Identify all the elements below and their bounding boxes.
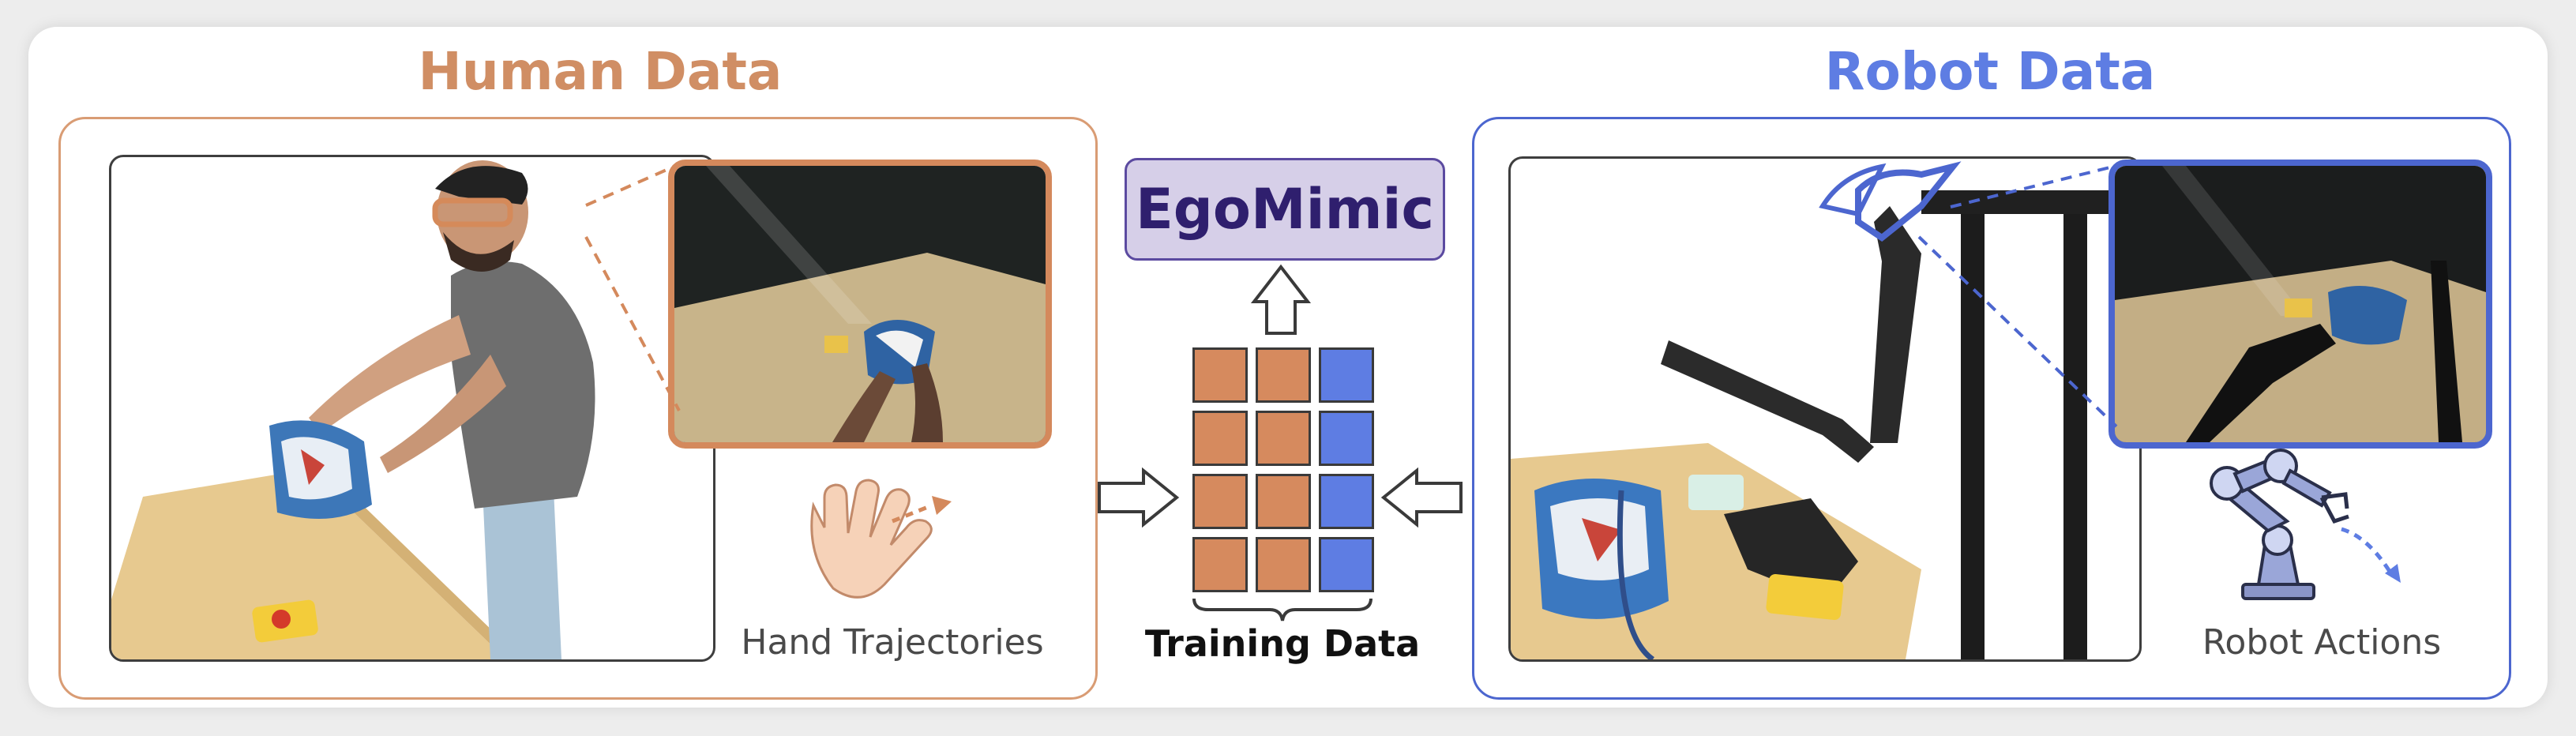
robot-demonstration-photo	[1508, 156, 2142, 662]
human-callout-line	[585, 163, 680, 207]
grid-cell	[1319, 537, 1374, 592]
robot-callout-line-lower	[1917, 235, 2118, 428]
arrow-left-icon	[1380, 467, 1463, 528]
human-demonstration-photo	[109, 155, 715, 662]
grid-cell	[1319, 347, 1374, 403]
grid-cell	[1192, 537, 1248, 592]
human-data-title: Human Data	[418, 41, 783, 102]
grid-bracket	[1192, 598, 1372, 621]
robot-actions-label: Robot Actions	[2202, 622, 2442, 663]
grid-cell	[1256, 347, 1311, 403]
human-egocentric-view	[668, 160, 1052, 449]
grid-cell	[1192, 474, 1248, 529]
grid-cell	[1192, 347, 1248, 403]
arrow-right-icon	[1098, 467, 1180, 528]
grid-cell	[1256, 537, 1311, 592]
robot-arm-icon	[2210, 449, 2401, 600]
human-callout-line-lower	[584, 236, 681, 411]
robot-data-title: Robot Data	[1824, 41, 2156, 102]
egomimic-model-box: EgoMimic	[1125, 158, 1445, 261]
grid-cell	[1319, 411, 1374, 466]
hand-trajectories-label: Hand Trajectories	[741, 622, 1044, 663]
training-data-label: Training Data	[1144, 622, 1421, 665]
robot-callout-line	[1950, 164, 2117, 208]
robot-egocentric-view	[2108, 160, 2492, 449]
grid-cell	[1256, 411, 1311, 466]
grid-cell	[1319, 474, 1374, 529]
grid-cell	[1256, 474, 1311, 529]
grid-cell	[1192, 411, 1248, 466]
arrow-up-icon	[1250, 264, 1312, 335]
